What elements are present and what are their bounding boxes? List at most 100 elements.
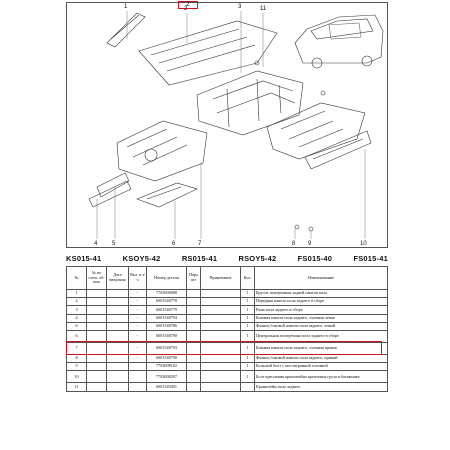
cell-qty: 1 xyxy=(240,313,255,323)
callout-6: 6 xyxy=(172,241,176,247)
callout-11: 11 xyxy=(260,6,267,12)
cell-pair xyxy=(186,321,201,331)
header-cell: Кол. xyxy=(240,266,255,290)
parts-table: № № по схем. об-ния Дата введения Вкл. в… xyxy=(66,266,388,392)
exploded-parts-diagram: 1 2 3 11 4 5 6 7 8 9 10 xyxy=(66,2,388,248)
callout-7: 7 xyxy=(198,241,202,247)
cell-name: Болт крепления кронштейна крепления груз… xyxy=(254,370,388,384)
cell-name: Фланец боковой панели пола заднего, левы… xyxy=(254,321,388,331)
cell-note xyxy=(200,321,241,331)
cell-pair xyxy=(186,341,201,355)
cell-date xyxy=(106,370,129,384)
cell-sch xyxy=(86,297,107,307)
cell-pair xyxy=(186,305,201,315)
cell-date xyxy=(106,382,129,392)
callout-1: 1 xyxy=(124,4,128,10)
table-row: 11 6001549491 Кронштейн пола заднего xyxy=(66,382,388,392)
cell-sch xyxy=(86,353,107,364)
cell-date xyxy=(106,353,129,364)
cell-part: 7703008182 xyxy=(146,362,187,372)
cell-n: 3 xyxy=(66,305,87,315)
cell-date xyxy=(106,288,129,299)
model-code: KSOY5-42 xyxy=(122,254,161,263)
cell-part: 6001548790 xyxy=(146,329,187,343)
cell-pair xyxy=(186,370,201,384)
cell-n: 2 xyxy=(66,297,87,307)
cell-pair xyxy=(186,313,201,323)
cell-incl xyxy=(128,370,147,384)
cell-part: 6001549491 xyxy=(146,382,187,392)
cell-pair xyxy=(186,329,201,343)
cell-n: 11 xyxy=(66,382,87,392)
cell-n: 7 xyxy=(66,341,87,355)
cell-date xyxy=(106,305,129,315)
cell-sch xyxy=(86,329,107,343)
cell-qty: 1 xyxy=(240,305,255,315)
cell-n: 8 xyxy=(66,353,87,364)
cell-part: 6001548798 xyxy=(146,353,187,364)
cell-note xyxy=(200,329,241,343)
cell-note xyxy=(200,382,241,392)
callout-5: 5 xyxy=(112,241,116,247)
model-code: FS015-40 xyxy=(297,254,333,263)
header-cell: № xyxy=(66,266,87,290)
cell-part: 7765000688 xyxy=(146,288,187,299)
header-cell: Вкл. в з/ч xyxy=(128,266,147,290)
cell-sch xyxy=(86,362,107,372)
callout-9: 9 xyxy=(308,241,312,247)
cell-qty: 1 xyxy=(240,370,255,384)
cell-note xyxy=(200,370,241,384)
cell-note xyxy=(200,288,241,299)
header-cell: Дата введения xyxy=(106,266,129,290)
cell-note xyxy=(200,297,241,307)
cell-n: 6 xyxy=(66,329,87,343)
cell-part: 6001548794 xyxy=(146,313,187,323)
cell-incl: - xyxy=(128,341,147,355)
cell-pair xyxy=(186,362,201,372)
cell-qty: 1 xyxy=(240,353,255,364)
cell-date xyxy=(106,341,129,355)
cell-pair xyxy=(186,297,201,307)
floor-panel-drawing xyxy=(88,11,384,239)
header-cell: Наименование xyxy=(254,266,388,290)
cell-name: Фланец боковой панели пола заднего, прав… xyxy=(254,353,388,364)
top-callout: 2 xyxy=(186,2,190,8)
header-cell: № по схем. об-ния xyxy=(86,266,107,290)
cell-incl xyxy=(128,382,147,392)
cell-incl: - xyxy=(128,305,147,315)
cell-date xyxy=(106,321,129,331)
header-cell: Пара шт xyxy=(186,266,201,290)
cell-qty: 1 xyxy=(240,362,255,372)
cell-n: 10 xyxy=(66,370,87,384)
cell-incl: - xyxy=(128,321,147,331)
cell-qty: 1 xyxy=(240,288,255,299)
cell-sch xyxy=(86,313,107,323)
cell-sch xyxy=(86,370,107,384)
cell-note xyxy=(200,313,241,323)
cell-n: 6 xyxy=(66,321,87,331)
cell-incl: - xyxy=(128,288,147,299)
cell-note xyxy=(200,341,241,355)
header-cell: Примечание xyxy=(200,266,241,290)
cell-incl: - xyxy=(128,353,147,364)
callout-2: 2 xyxy=(184,6,188,12)
cell-name: Передняя панель пола заднего в сборе xyxy=(254,297,388,307)
cell-qty: 1 xyxy=(240,329,255,343)
cell-incl xyxy=(128,362,147,372)
cell-name: Кронштейн пола заднего xyxy=(254,382,388,392)
model-code: FS015-41 xyxy=(353,254,388,263)
cell-pair xyxy=(186,353,201,364)
cell-date xyxy=(106,297,129,307)
cell-sch xyxy=(86,341,107,355)
model-code: RS015-41 xyxy=(181,254,218,263)
cell-date xyxy=(106,329,129,343)
cell-n: 9 xyxy=(66,362,87,372)
highlight-callout-box: 2 xyxy=(178,1,198,9)
cell-sch xyxy=(86,305,107,315)
cell-qty: 1 xyxy=(240,297,255,307)
